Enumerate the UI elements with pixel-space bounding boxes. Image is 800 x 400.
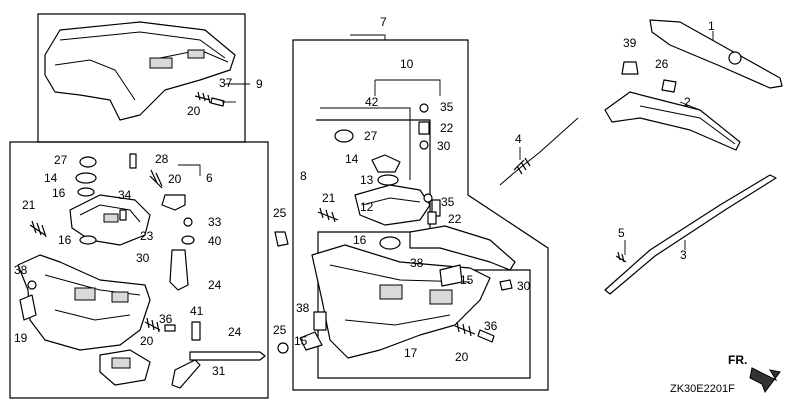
leader-lines: [178, 31, 714, 255]
part-19-38-base-plate: [17, 254, 151, 351]
callout-27a: 27: [54, 153, 68, 167]
callout-35a: 35: [440, 100, 454, 114]
callout-13: 13: [360, 173, 374, 187]
callout-38c: 38: [296, 301, 310, 315]
callout-21b: 21: [322, 191, 336, 205]
callout-28: 28: [155, 152, 169, 166]
part-3-rod: [604, 174, 777, 295]
part-24-rods-lower: [171, 351, 266, 389]
callout-27b: 27: [364, 129, 378, 143]
callout-16c: 16: [353, 233, 367, 247]
callout-38b: 38: [410, 256, 424, 270]
callout-33: 33: [208, 215, 222, 229]
part-24-link: [169, 249, 189, 291]
frame-group-6: [9, 141, 269, 399]
part-25-38-15-small: [274, 231, 327, 354]
part-37-screw: [194, 91, 225, 107]
part-23-lever: [161, 194, 186, 211]
callout-24a: 24: [208, 278, 222, 292]
part-4-cable: [499, 117, 579, 186]
direction-arrow-icon: [749, 367, 781, 394]
callout-2: 2: [684, 95, 691, 109]
callout-35b: 35: [441, 195, 455, 209]
callout-36b: 36: [484, 319, 498, 333]
part-2-arm: [604, 91, 741, 151]
callout-21a: 21: [22, 198, 36, 212]
part-31-lower-lever: [99, 349, 151, 386]
callout-12: 12: [360, 200, 374, 214]
callout-40: 40: [208, 234, 222, 248]
part-10-35-22-hardware: [418, 103, 437, 225]
callout-10: 10: [400, 57, 414, 71]
callout-labels: 1 2 3 4 5 6 7 8 9 10 12 13 14 14 15 15 1…: [14, 15, 715, 378]
part-9-cover: [44, 21, 236, 121]
callout-25b: 25: [273, 323, 287, 337]
callout-24b: 24: [228, 325, 242, 339]
callout-4: 4: [515, 132, 522, 146]
callout-22a: 22: [440, 121, 454, 135]
part-36-20-screw-center: [454, 321, 495, 343]
callout-1: 1: [708, 19, 715, 33]
callout-14b: 14: [345, 152, 359, 166]
callout-30c: 30: [517, 279, 531, 293]
part-6-bracket: [29, 153, 163, 246]
callout-25a: 25: [273, 206, 287, 220]
callout-38a: 38: [14, 263, 28, 277]
callout-34: 34: [118, 188, 132, 202]
callout-20d: 20: [455, 350, 469, 364]
part-30-clip-center: [499, 279, 513, 291]
callout-15a: 15: [460, 273, 474, 287]
part-33-40-hardware: [181, 217, 195, 245]
callout-30a: 30: [136, 251, 150, 265]
callout-16b: 16: [58, 233, 72, 247]
callout-17: 17: [404, 346, 418, 360]
callout-14a: 14: [44, 171, 58, 185]
callout-31: 31: [212, 364, 226, 378]
callout-20a: 20: [187, 104, 201, 118]
part-36-41-screws: [144, 317, 201, 341]
callout-23: 23: [140, 229, 154, 243]
frame-group-7: [292, 39, 549, 391]
callout-41: 41: [190, 304, 204, 318]
part-8-lever-assembly: [317, 129, 441, 250]
callout-20b: 20: [168, 172, 182, 186]
callout-22b: 22: [448, 212, 462, 226]
callout-19: 19: [14, 331, 28, 345]
callout-26: 26: [655, 57, 669, 71]
callout-36a: 36: [159, 312, 173, 326]
callout-9: 9: [256, 77, 263, 91]
callout-7: 7: [380, 15, 387, 29]
part-22-rail-bar: [409, 225, 516, 271]
callout-5: 5: [618, 226, 625, 240]
callout-8: 8: [300, 169, 307, 183]
callout-15b: 15: [294, 334, 308, 348]
frame-group-42: [320, 107, 411, 180]
callout-30b: 30: [437, 139, 451, 153]
part-17-base-plate: [311, 244, 491, 359]
callout-20c: 20: [140, 334, 154, 348]
callout-6: 6: [206, 171, 213, 185]
part-1-upper-arm: [649, 19, 783, 89]
callout-37: 37: [219, 76, 233, 90]
drawing-code: ZK30E2201F: [670, 383, 735, 395]
callout-42: 42: [365, 95, 379, 109]
part-39-26-hardware: [621, 61, 677, 93]
callout-16a: 16: [52, 186, 66, 200]
frame-group-8: [316, 119, 531, 379]
direction-label: FR.: [728, 353, 747, 367]
callout-3: 3: [680, 248, 687, 262]
callout-39: 39: [623, 36, 637, 50]
